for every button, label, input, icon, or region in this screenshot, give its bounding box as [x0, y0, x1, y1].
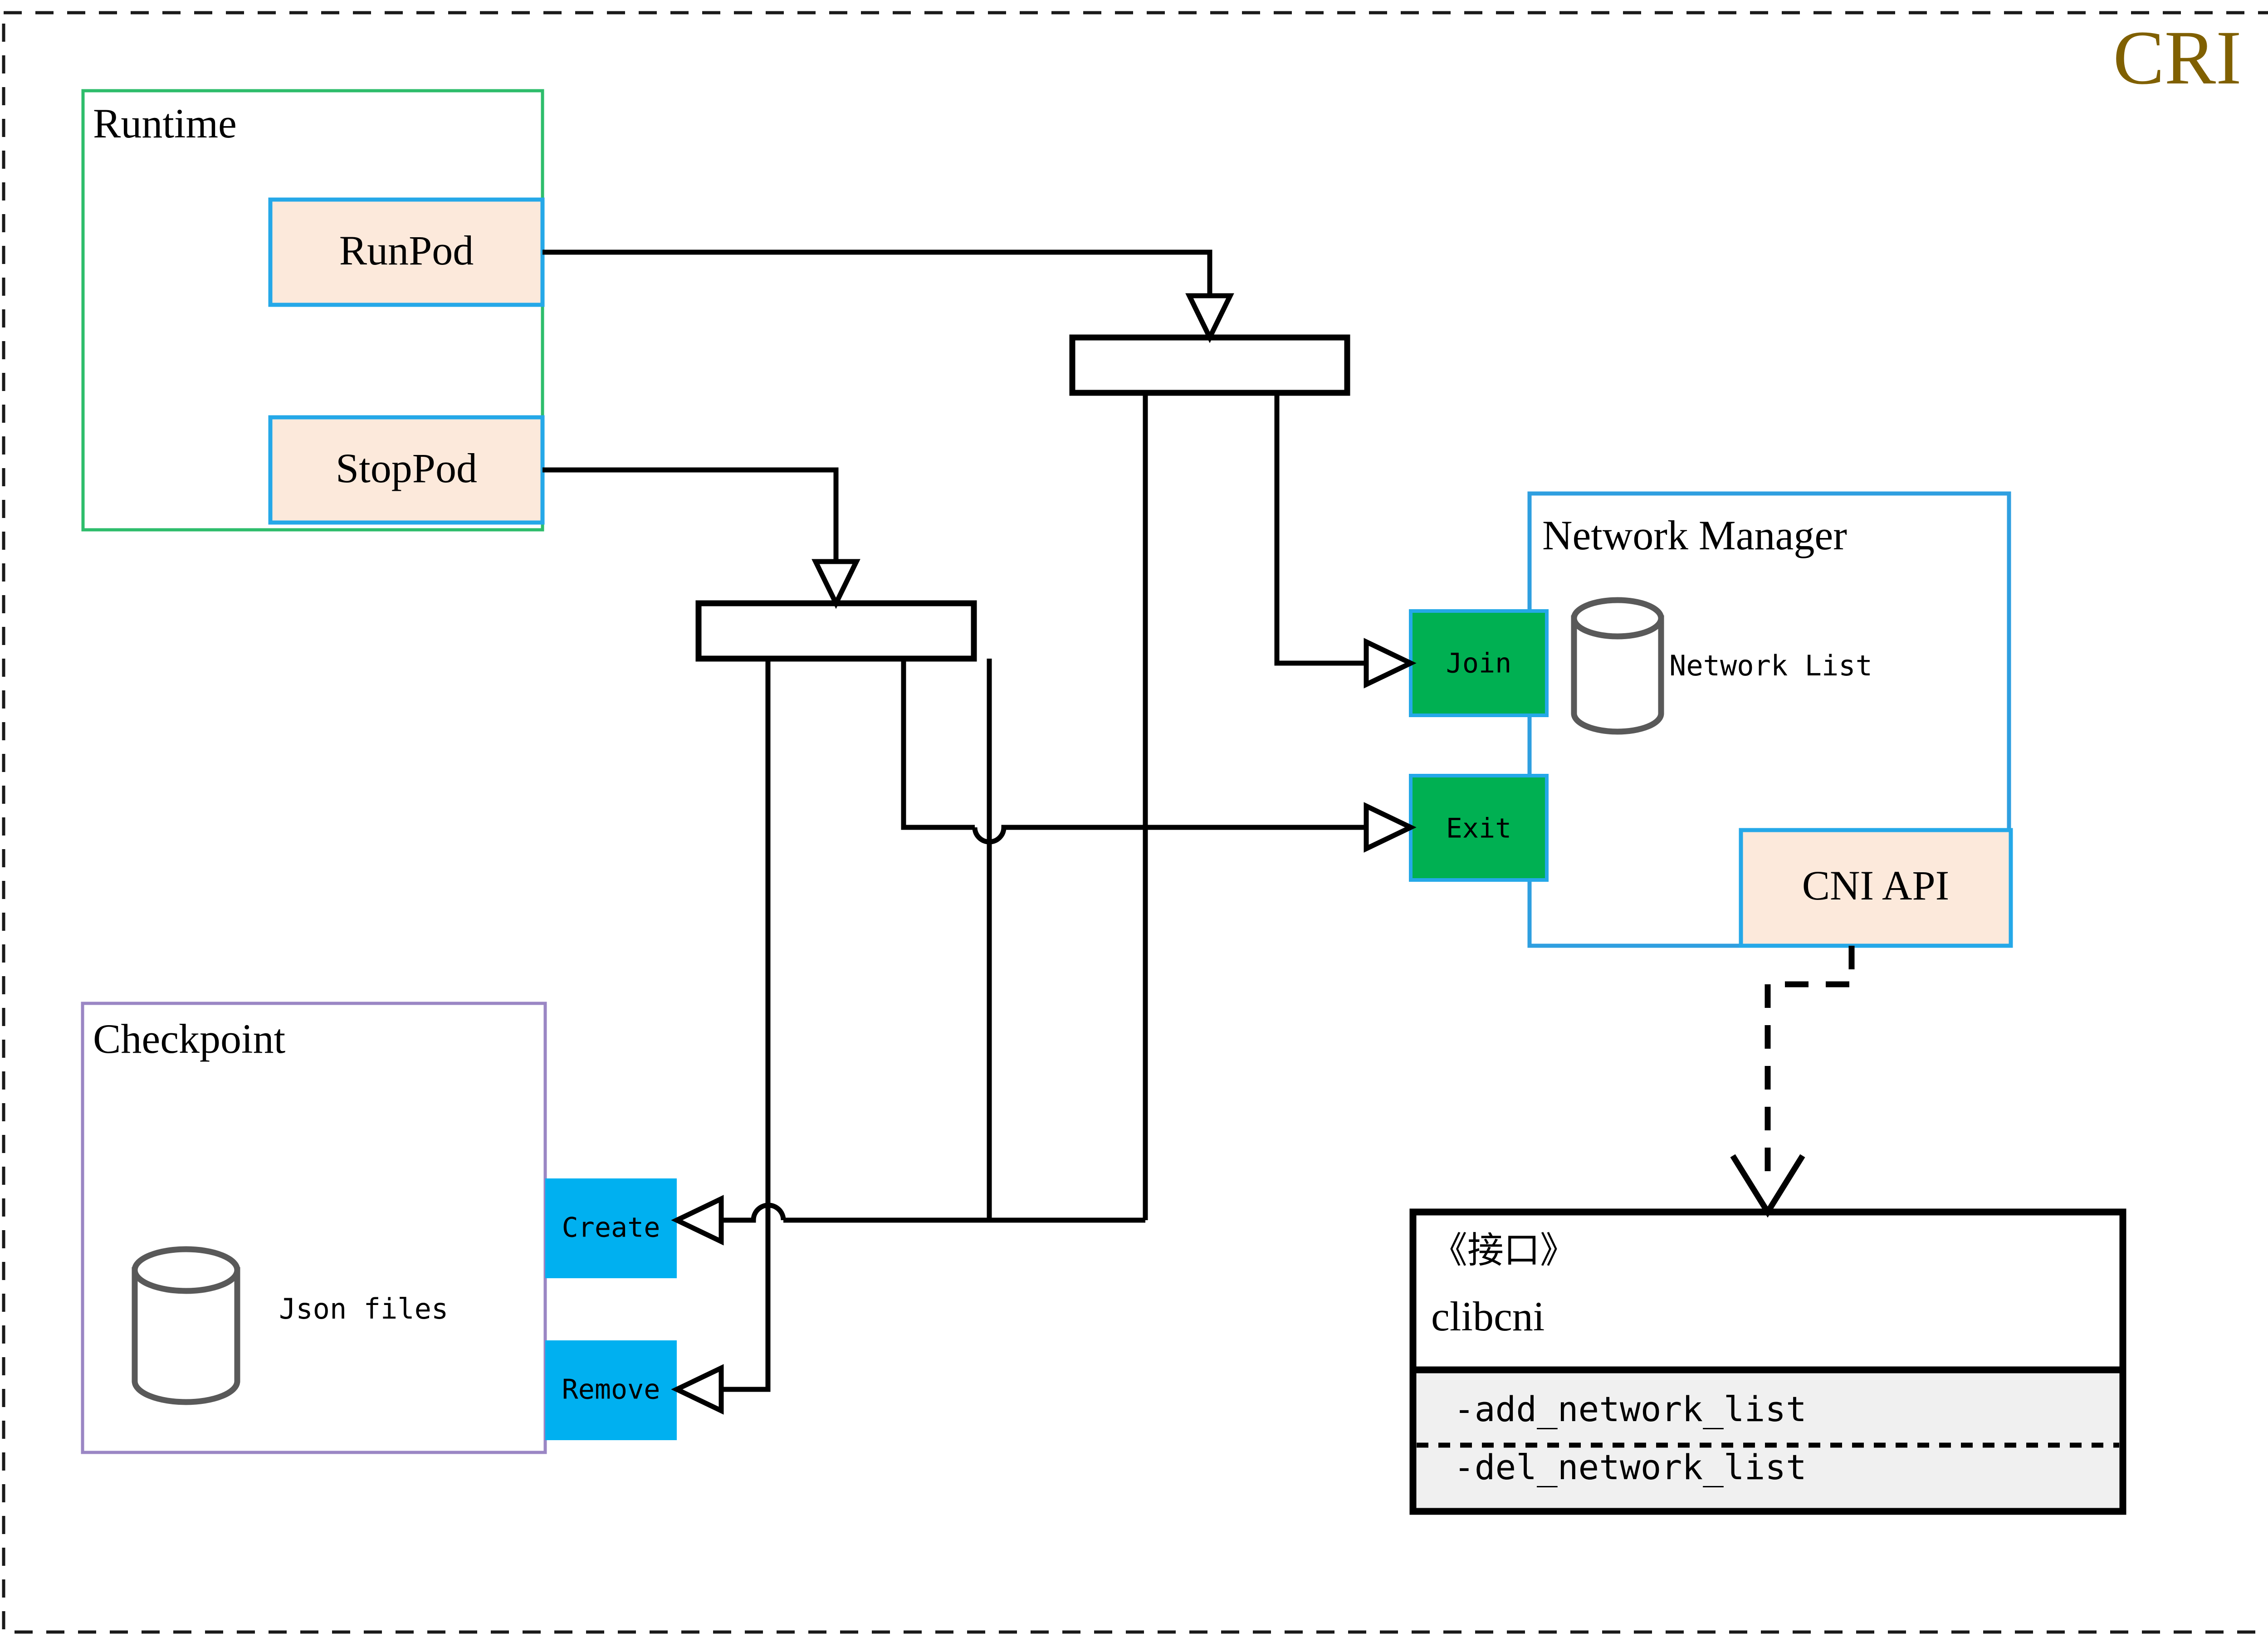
node-create[interactable] — [545, 1178, 677, 1278]
group-runtime — [81, 89, 544, 532]
arrowhead-remove — [671, 1364, 724, 1415]
group-checkpoint-label: Checkpoint — [93, 1016, 286, 1062]
cylinder-network-list — [1571, 597, 1664, 735]
node-runpod-label: RunPod — [339, 227, 474, 274]
edge-fork-upper-right-to-join — [1274, 393, 1371, 666]
node-remove[interactable] — [545, 1340, 677, 1440]
node-cni-api-label: CNI API — [1802, 862, 1950, 909]
interface-method-del: -del_network_list — [1454, 1447, 1807, 1487]
outer-frame — [2, 11, 2268, 1634]
bar-runpod-fork — [1069, 334, 1350, 396]
node-join-label: Join — [1446, 648, 1512, 679]
edge-to-exit-with-hop — [972, 825, 1371, 845]
group-network-manager-label: Network Manager — [1542, 512, 1847, 558]
arrowhead-runpod-fork — [1185, 293, 1234, 343]
group-runtime-label: Runtime — [93, 100, 237, 147]
arrowhead-join — [1364, 638, 1417, 689]
node-cni-api[interactable] — [1739, 828, 2013, 948]
node-stoppod-label: StopPod — [336, 445, 477, 491]
interface-name: clibcni — [1431, 1293, 1545, 1339]
node-join[interactable] — [1409, 609, 1549, 717]
edge-create-feed-hop — [708, 1202, 786, 1223]
node-create-label: Create — [562, 1212, 660, 1244]
interface-method-add: -add_network_list — [1454, 1389, 1807, 1429]
arrowhead-exit — [1364, 802, 1417, 853]
arrowhead-create — [671, 1195, 724, 1246]
bar-stoppod-fork — [695, 600, 977, 662]
page-title: CRI — [2113, 15, 2241, 100]
edge-cni-to-clibcni — [1765, 946, 1855, 1186]
interface-stereotype: 《接口》 — [1431, 1231, 1576, 1271]
node-stoppod[interactable] — [268, 415, 545, 525]
cylinder-network-list-label: Network List — [1669, 649, 1872, 682]
edge-fork-lower-left-to-remove — [708, 659, 771, 1392]
edge-stoppod-to-fork — [543, 467, 839, 583]
arrowhead-clibcni-dependency — [1730, 1154, 1805, 1218]
cylinder-json-files-label: Json files — [279, 1292, 448, 1325]
cylinder-json-files — [132, 1246, 240, 1405]
edge-fork-lower-right-down — [901, 659, 975, 830]
arrowhead-stoppod-fork — [811, 559, 860, 609]
node-exit[interactable] — [1409, 774, 1549, 882]
edge-runpod-to-fork — [543, 249, 1212, 318]
node-remove-label: Remove — [562, 1374, 660, 1406]
interface-method-panel — [1409, 1366, 2126, 1515]
node-exit-label: Exit — [1446, 813, 1512, 845]
